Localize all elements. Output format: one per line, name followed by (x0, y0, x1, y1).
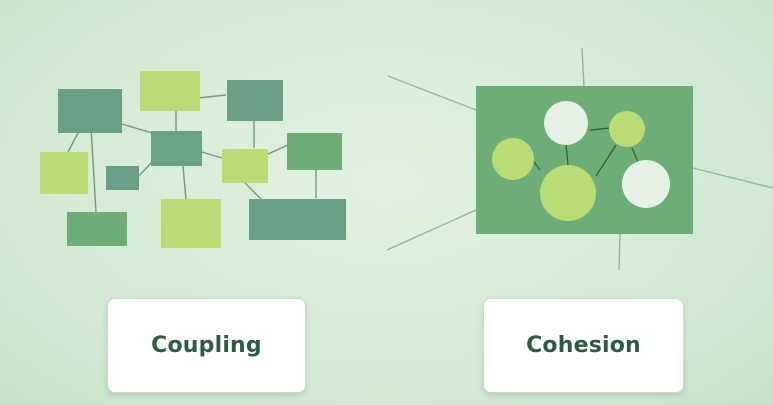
coupling-module (106, 166, 139, 190)
coupling-module (222, 149, 268, 183)
connector (581, 47, 585, 88)
cohesion-label: Cohesion (526, 333, 641, 358)
connector (201, 151, 223, 159)
connector (267, 144, 289, 155)
coupling-diagram (40, 71, 346, 248)
coupling-module (249, 199, 346, 240)
coupling-label: Coupling (151, 333, 262, 358)
coupling-module (227, 80, 283, 121)
coupling-module (67, 212, 127, 246)
coupling-module (140, 71, 200, 111)
coupling-module (287, 133, 342, 170)
coupling-module (151, 131, 202, 166)
cohesion-element (609, 111, 645, 147)
connector (589, 127, 611, 131)
connector (387, 75, 477, 111)
connector (595, 144, 617, 177)
connector (533, 161, 541, 171)
cohesion-label-card: Cohesion (483, 298, 684, 393)
cohesion-element (540, 165, 596, 221)
cohesion-element (622, 160, 670, 208)
connector (182, 165, 187, 201)
cohesion-diagram (386, 47, 773, 271)
coupling-label-card: Coupling (107, 298, 306, 393)
coupling-module (161, 199, 221, 248)
coupling-module (40, 152, 88, 194)
connector (136, 161, 153, 179)
connector (244, 182, 263, 201)
connector (121, 123, 153, 134)
connector (197, 94, 227, 99)
connector (618, 233, 621, 271)
cohesion-element (544, 101, 588, 145)
cohesion-element (492, 138, 534, 180)
coupling-module (58, 89, 122, 133)
cohesion-internal-connectors (533, 127, 639, 177)
connector (565, 143, 569, 167)
cohesion-external-connectors (386, 47, 773, 271)
connector (692, 167, 773, 189)
connector (631, 147, 639, 163)
connector (386, 209, 477, 251)
